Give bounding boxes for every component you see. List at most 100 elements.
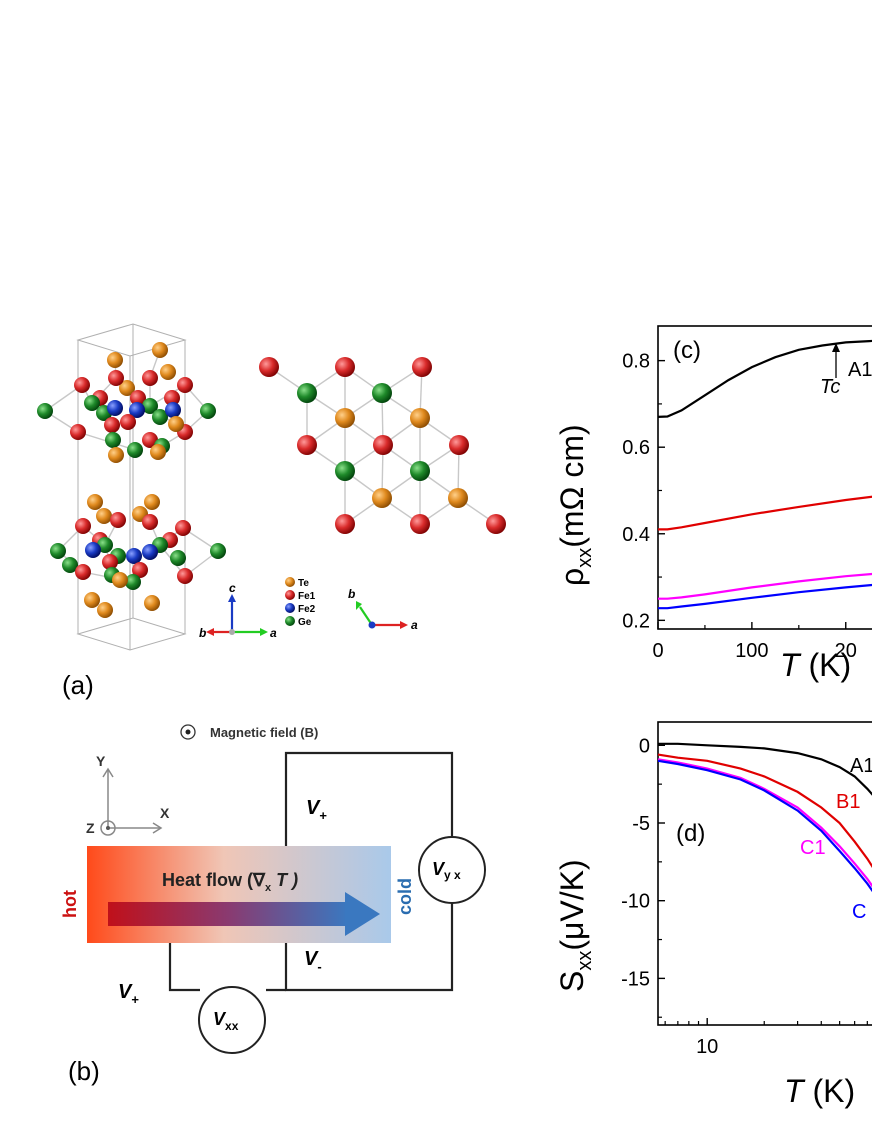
y-tick-label: 0.4: [622, 524, 650, 546]
atom-te: [97, 602, 113, 618]
atom-te: [448, 488, 468, 508]
atom-te: [160, 364, 176, 380]
atom-fe1: [120, 414, 136, 430]
series-label: C: [852, 901, 866, 923]
series-label: A1: [850, 755, 872, 777]
tc-label: Tc: [820, 376, 840, 398]
crystal-structure-panel: c a b Te Fe1 Fe2 Ge b a (a): [37, 323, 506, 700]
atom-fe1: [177, 568, 193, 584]
atom-te: [107, 352, 123, 368]
atom-te: [152, 342, 168, 358]
voltmeter-vxx-label: Vxx: [213, 1009, 239, 1033]
panel-b-label: (b): [68, 1056, 100, 1086]
atom-fe1: [130, 390, 146, 406]
series-line-3: [657, 759, 872, 893]
atom-te: [112, 572, 128, 588]
atom-te: [96, 508, 112, 524]
atom-ge: [97, 537, 113, 553]
atom-te: [119, 380, 135, 396]
axis-z-label: Z: [86, 820, 95, 836]
atom-fe2: [85, 542, 101, 558]
atom-fe1: [177, 377, 193, 393]
legend-fe1-label: Fe1: [298, 591, 316, 602]
hot-label: hot: [60, 890, 80, 918]
atom-ge: [125, 574, 141, 590]
atom-te: [372, 488, 392, 508]
chart-c-frame: [657, 325, 872, 630]
atom-ge: [335, 461, 355, 481]
legend-te-label: Te: [298, 578, 309, 589]
panel-a-label: (a): [62, 670, 94, 700]
y-tick-label: 0: [639, 735, 650, 757]
series-label: B1: [836, 791, 860, 813]
atom-fe1: [335, 357, 355, 377]
sample-bar: [87, 846, 391, 943]
atom-fe1: [297, 435, 317, 455]
tc-annotation: Tc: [820, 343, 840, 398]
atom-ge: [127, 442, 143, 458]
axis-a-label: a: [270, 626, 277, 640]
series-line-1: [657, 753, 872, 869]
legend-fe1-swatch: [285, 590, 295, 600]
y-tick-label: 0.8: [622, 351, 650, 373]
atom-fe1: [410, 514, 430, 534]
v-plus-left-label: V+: [118, 981, 139, 1007]
v-minus-label: V-: [304, 948, 322, 974]
axis-c-label: c: [229, 581, 236, 595]
atom-ge: [105, 432, 121, 448]
axis-b-label: b: [199, 626, 206, 640]
chart-d-ylabel: Sxx(μV/K): [554, 859, 596, 992]
atom-fe1: [110, 512, 126, 528]
axes-triad-3d: c a b: [199, 581, 277, 640]
y-tick-label: -5: [632, 813, 650, 835]
atom-ge: [200, 403, 216, 419]
atom-ge: [37, 403, 53, 419]
atom-fe1: [335, 514, 355, 534]
atom-ge: [152, 409, 168, 425]
atom-ge: [50, 543, 66, 559]
series-line-0: [658, 742, 872, 796]
chart-c-xlabel: T (K): [780, 647, 851, 683]
x-tick-label: 10: [696, 1036, 718, 1058]
heat-flow-arrow: [108, 892, 380, 936]
atom-fe1: [132, 562, 148, 578]
voltmeter-vyx: Vy x: [418, 836, 486, 904]
atom-te: [84, 592, 100, 608]
axes-triad-2d: b a: [348, 587, 418, 632]
series-line-0: [657, 339, 872, 418]
atom-ge: [210, 543, 226, 559]
v-plus-top-label: V+: [306, 797, 327, 823]
atom-fe1: [449, 435, 469, 455]
axis-2d-a-label: a: [411, 618, 418, 632]
x-tick-label: 0: [652, 640, 663, 662]
atom-fe1: [373, 435, 393, 455]
atom-fe1: [75, 564, 91, 580]
atom-te: [168, 416, 184, 432]
atom-fe1: [259, 357, 279, 377]
coordinate-axes: [100, 767, 163, 836]
x-tick-label: 100: [735, 640, 768, 662]
atom-te: [150, 444, 166, 460]
atom-ge: [297, 383, 317, 403]
chart-d-xlabel: T (K): [784, 1073, 855, 1109]
heat-flow-label: Heat flow (∇x T ): [162, 870, 298, 894]
atom-fe1: [142, 370, 158, 386]
series-label: A1: [848, 359, 872, 381]
atom-fe1: [102, 554, 118, 570]
atom-fe1: [412, 357, 432, 377]
axis-x-label: X: [160, 805, 170, 821]
voltmeter-vyx-label: Vy x: [432, 859, 461, 882]
y-tick-label: -10: [621, 891, 650, 913]
cold-label: cold: [395, 878, 415, 915]
series-line-3: [658, 583, 872, 610]
chart-d-frame: [657, 721, 872, 1026]
atom-fe1: [142, 514, 158, 530]
axis-2d-b-label: b: [348, 587, 355, 601]
atom-te: [108, 447, 124, 463]
measurement-schematic-panel: Y X Z Magnetic field (B) Heat flow (∇x T…: [60, 724, 486, 1086]
atom-fe1: [175, 520, 191, 536]
atom-fe2: [107, 400, 123, 416]
